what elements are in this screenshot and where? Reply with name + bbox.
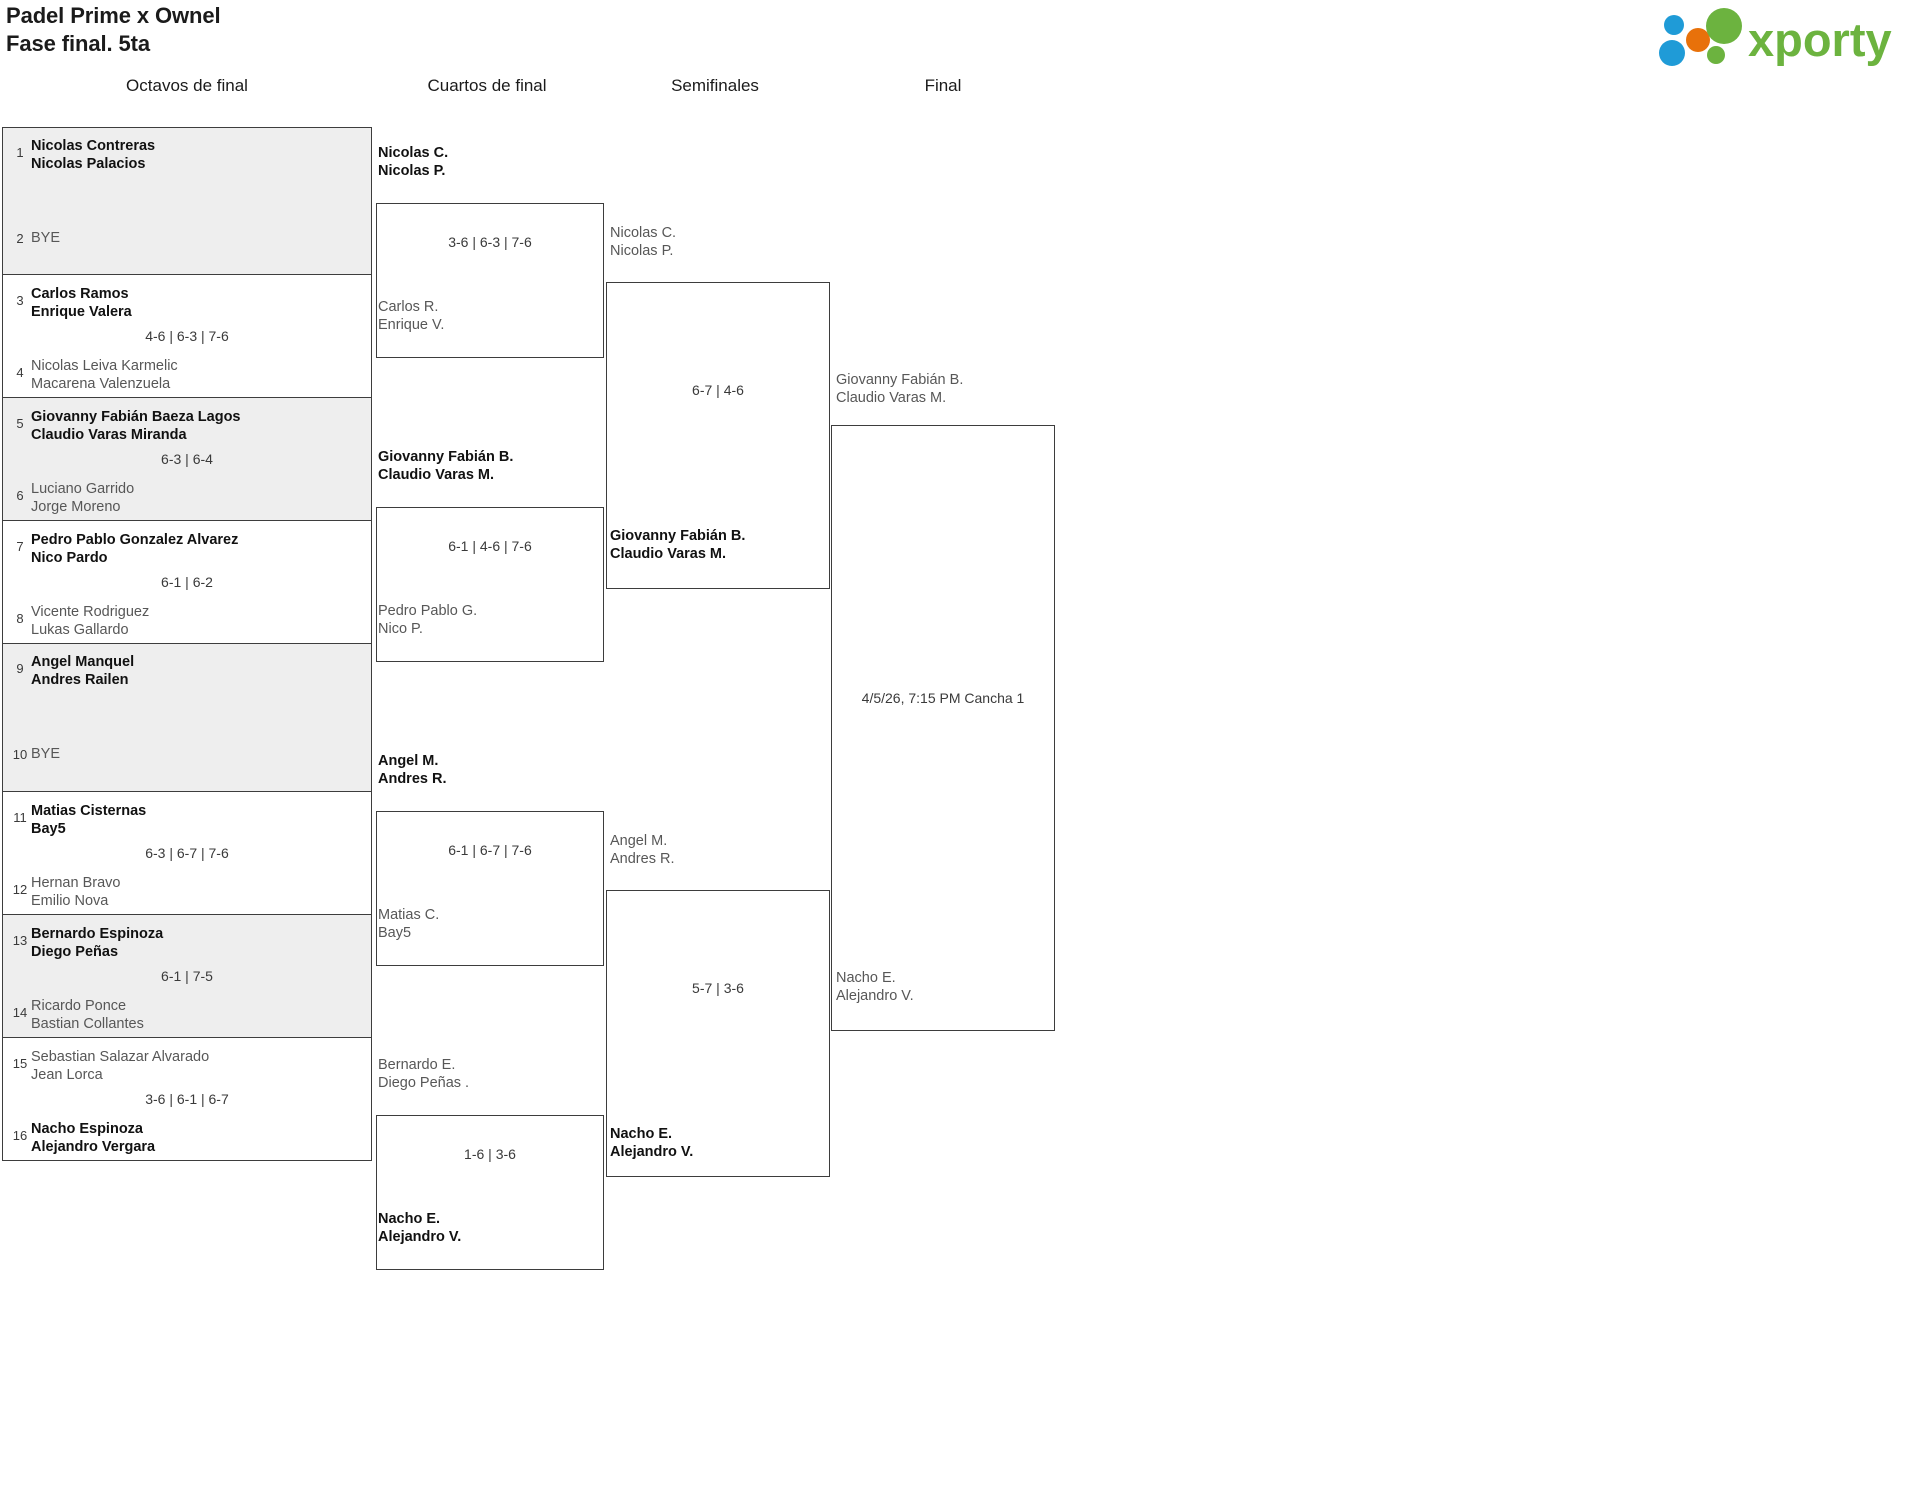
match-score: 6-7 | 4-6 [692,382,744,398]
team-top: Bernardo E. Diego Peñas . [378,1057,470,1091]
team-bottom: Pedro Pablo G. Nico P. [378,603,478,637]
seed-number: 10 [12,747,28,762]
tournament-name: Padel Prime x Ownel [6,3,221,28]
match-box [606,282,830,589]
seed-number: 7 [16,539,24,554]
team-bottom: Giovanny Fabián B. Claudio Varas M. [610,528,746,562]
r1-match-8[interactable]: 15 Sebastian Salazar Alvarado Jean Lorca… [2,1038,372,1161]
r1-match-5[interactable]: 9 Angel Manquel Andres Railen 10 BYE [2,644,372,792]
round-header-octavos: Octavos de final [126,76,248,95]
xporty-logo[interactable]: xporty [1652,8,1904,66]
seed-number: 11 [13,810,27,825]
team-top: Bernardo Espinoza Diego Peñas [31,926,164,960]
team-top: Carlos Ramos Enrique Valera [31,286,132,320]
match-box [376,1115,604,1270]
team-top: Nicolas Contreras Nicolas Palacios [31,138,156,172]
seed-number: 4 [16,365,24,380]
match-score: 6-1 | 6-2 [161,574,213,590]
match-score: 5-7 | 3-6 [692,980,744,996]
logo-dots-icon [1659,8,1742,66]
seed-number: 16 [12,1128,28,1143]
seed-number: 15 [12,1056,28,1071]
team-top: Giovanny Fabián B. Claudio Varas M. [378,449,514,483]
match-score: 3-6 | 6-3 | 7-6 [448,234,532,250]
seed-number: 13 [12,933,28,948]
team-bottom-bye: BYE [31,230,61,246]
team-top: Nicolas C. Nicolas P. [378,145,449,179]
tournament-phase: Fase final. 5ta [6,31,151,57]
team-top: Pedro Pablo Gonzalez Alvarez Nico Pardo [31,532,239,566]
team-bottom: Hernan Bravo Emilio Nova [31,875,121,909]
team-top: Giovanny Fabián Baeza Lagos Claudio Vara… [31,409,241,443]
team-top: Angel M. Andres R. [610,833,675,867]
seed-number: 9 [16,661,24,676]
team-bottom: Carlos R. Enrique V. [378,299,445,333]
team-bottom-bye: BYE [31,746,61,762]
match-schedule: 4/5/26, 7:15 PM Cancha 1 [861,690,1025,706]
match-score: 6-1 | 7-5 [161,968,213,984]
match-box [376,811,604,966]
match-score: 4-6 | 6-3 | 7-6 [145,328,229,344]
r1-match-3[interactable]: 5 Giovanny Fabián Baeza Lagos Claudio Va… [2,398,372,521]
page-title: Padel Prime x Ownel Fase final. 5ta [6,2,221,58]
seed-number: 6 [16,488,24,503]
seed-number: 5 [16,416,24,431]
round-header-cuartos: Cuartos de final [427,76,547,95]
match-score: 6-3 | 6-4 [161,451,213,467]
round-header-final: Final [924,76,962,95]
team-top: Matias Cisternas Bay5 [31,803,147,837]
team-bottom: Nacho E. Alejandro V. [610,1126,694,1160]
team-bottom: Ricardo Ponce Bastian Collantes [31,998,144,1032]
match-box [831,425,1055,1031]
team-bottom: Nacho Espinoza Alejandro Vergara [31,1121,156,1155]
r1-match-1[interactable]: 1 Nicolas Contreras Nicolas Palacios 2 B… [2,127,372,275]
team-top: Giovanny Fabián B. Claudio Varas M. [836,372,964,406]
seed-number: 2 [16,231,24,246]
match-box [606,890,830,1177]
match-score: 3-6 | 6-1 | 6-7 [145,1091,229,1107]
seed-number: 8 [16,611,24,626]
team-bottom: Matias C. Bay5 [378,907,440,941]
team-top: Angel Manquel Andres Railen [31,654,135,688]
round-header-semifinales: Semifinales [671,76,759,95]
team-bottom: Nacho E. Alejandro V. [378,1211,462,1245]
team-bottom: Nacho E. Alejandro V. [836,970,914,1004]
r1-match-7[interactable]: 13 Bernardo Espinoza Diego Peñas 6-1 | 7… [2,915,372,1038]
seed-number: 3 [16,293,24,308]
match-box [376,507,604,662]
round-octavos: 1 Nicolas Contreras Nicolas Palacios 2 B… [2,127,372,1161]
team-top: Sebastian Salazar Alvarado Jean Lorca [31,1049,210,1083]
match-box [376,203,604,358]
team-top: Nicolas C. Nicolas P. [610,225,677,259]
match-score: 6-3 | 6-7 | 7-6 [145,845,229,861]
match-score: 6-1 | 4-6 | 7-6 [448,538,532,554]
team-bottom: Luciano Garrido Jorge Moreno [31,481,135,515]
r1-match-4[interactable]: 7 Pedro Pablo Gonzalez Alvarez Nico Pard… [2,521,372,644]
match-score: 1-6 | 3-6 [464,1146,516,1162]
seed-number: 12 [12,882,28,897]
r1-match-6[interactable]: 11 Matias Cisternas Bay5 6-3 | 6-7 | 7-6… [2,792,372,915]
team-top: Angel M. Andres R. [378,753,447,787]
seed-number: 1 [16,145,24,160]
r1-match-2[interactable]: 3 Carlos Ramos Enrique Valera 4-6 | 6-3 … [2,275,372,398]
seed-number: 14 [12,1005,28,1020]
logo-wordmark: xporty [1748,13,1892,66]
team-bottom: Nicolas Leiva Karmelic Macarena Valenzue… [31,358,178,392]
match-score: 6-1 | 6-7 | 7-6 [448,842,532,858]
team-bottom: Vicente Rodriguez Lukas Gallardo [31,604,150,638]
